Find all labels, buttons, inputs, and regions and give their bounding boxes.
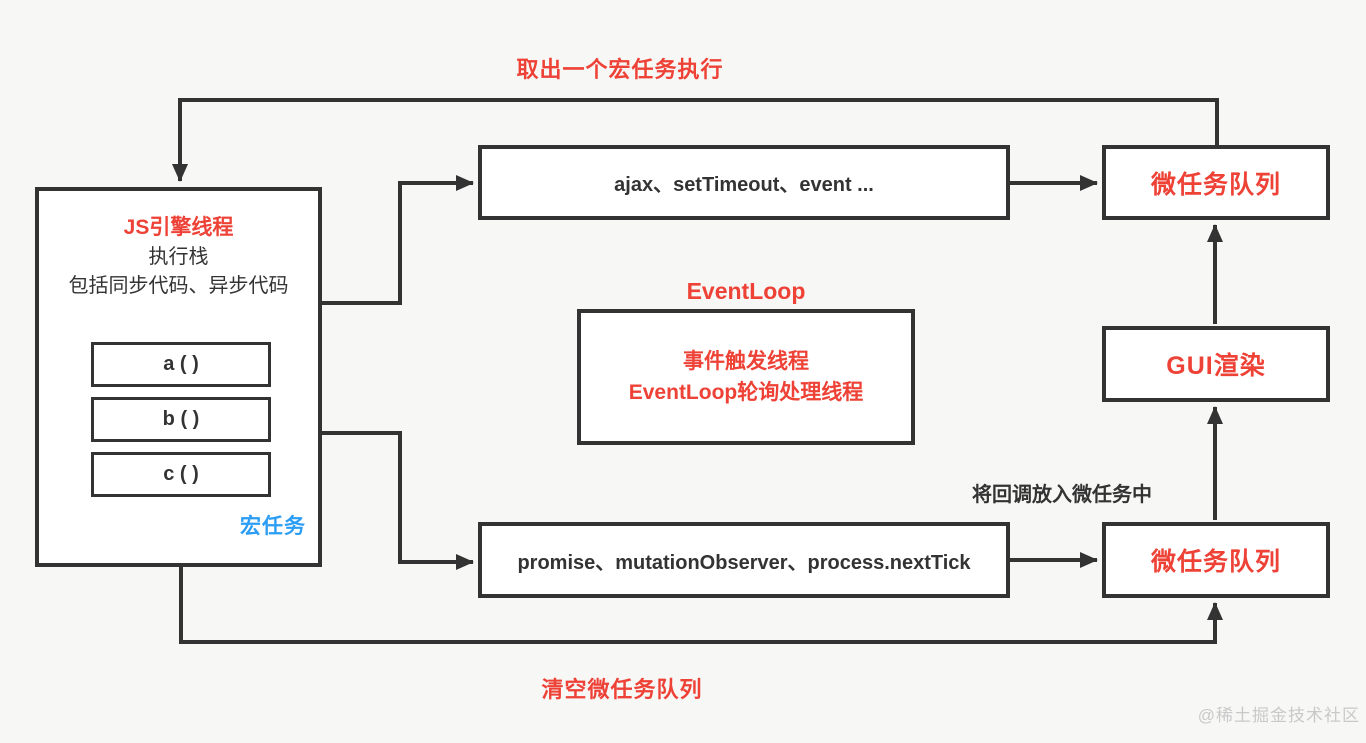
js-engine-box: JS引擎线程 执行栈 包括同步代码、异步代码 a ( ) b ( ) c ( )…: [35, 187, 322, 567]
stack-frame-b: b ( ): [91, 397, 271, 442]
macro-sources-box: ajax、setTimeout、event ...: [478, 145, 1010, 220]
microtask-queue-top-box: 微任务队列: [1102, 145, 1330, 220]
macrotask-badge: 宏任务: [240, 515, 306, 538]
microtask-queue-bottom-box: 微任务队列: [1102, 522, 1330, 598]
microtask-queue-top-label: 微任务队列: [1150, 170, 1281, 199]
js-engine-subtitle-stack: 执行栈: [148, 246, 209, 268]
js-engine-title: JS引擎线程: [123, 216, 234, 239]
top-loop-label: 取出一个宏任务执行: [516, 57, 724, 82]
gui-render-box: GUI渲染: [1102, 326, 1330, 402]
arrow-stack-to-macro-sources: [322, 175, 474, 305]
stack-frame-c: c ( ): [91, 452, 271, 497]
bottom-loop-label: 清空微任务队列: [541, 677, 703, 702]
eventloop-line2: EventLoop轮询处理线程: [628, 381, 864, 404]
watermark: @稀土掘金技术社区: [1197, 706, 1360, 725]
stack-frame-a: a ( ): [91, 342, 271, 387]
eventloop-box: 事件触发线程 EventLoop轮询处理线程: [577, 309, 915, 445]
arrow-stack-to-micro-sources: [322, 431, 474, 570]
micro-sources-box: promise、mutationObserver、process.nextTic…: [478, 522, 1010, 598]
eventloop-line1: 事件触发线程: [683, 350, 809, 373]
callback-note-label: 将回调放入微任务中: [972, 484, 1152, 506]
microtask-queue-bottom-label: 微任务队列: [1150, 548, 1281, 576]
micro-sources-label: promise、mutationObserver、process.nextTic…: [517, 551, 971, 574]
gui-render-label: GUI渲染: [1166, 352, 1266, 380]
js-engine-subtitle-code: 包括同步代码、异步代码: [68, 275, 289, 297]
macro-sources-label: ajax、setTimeout、event ...: [614, 174, 874, 196]
eventloop-title: EventLoop: [686, 278, 806, 304]
